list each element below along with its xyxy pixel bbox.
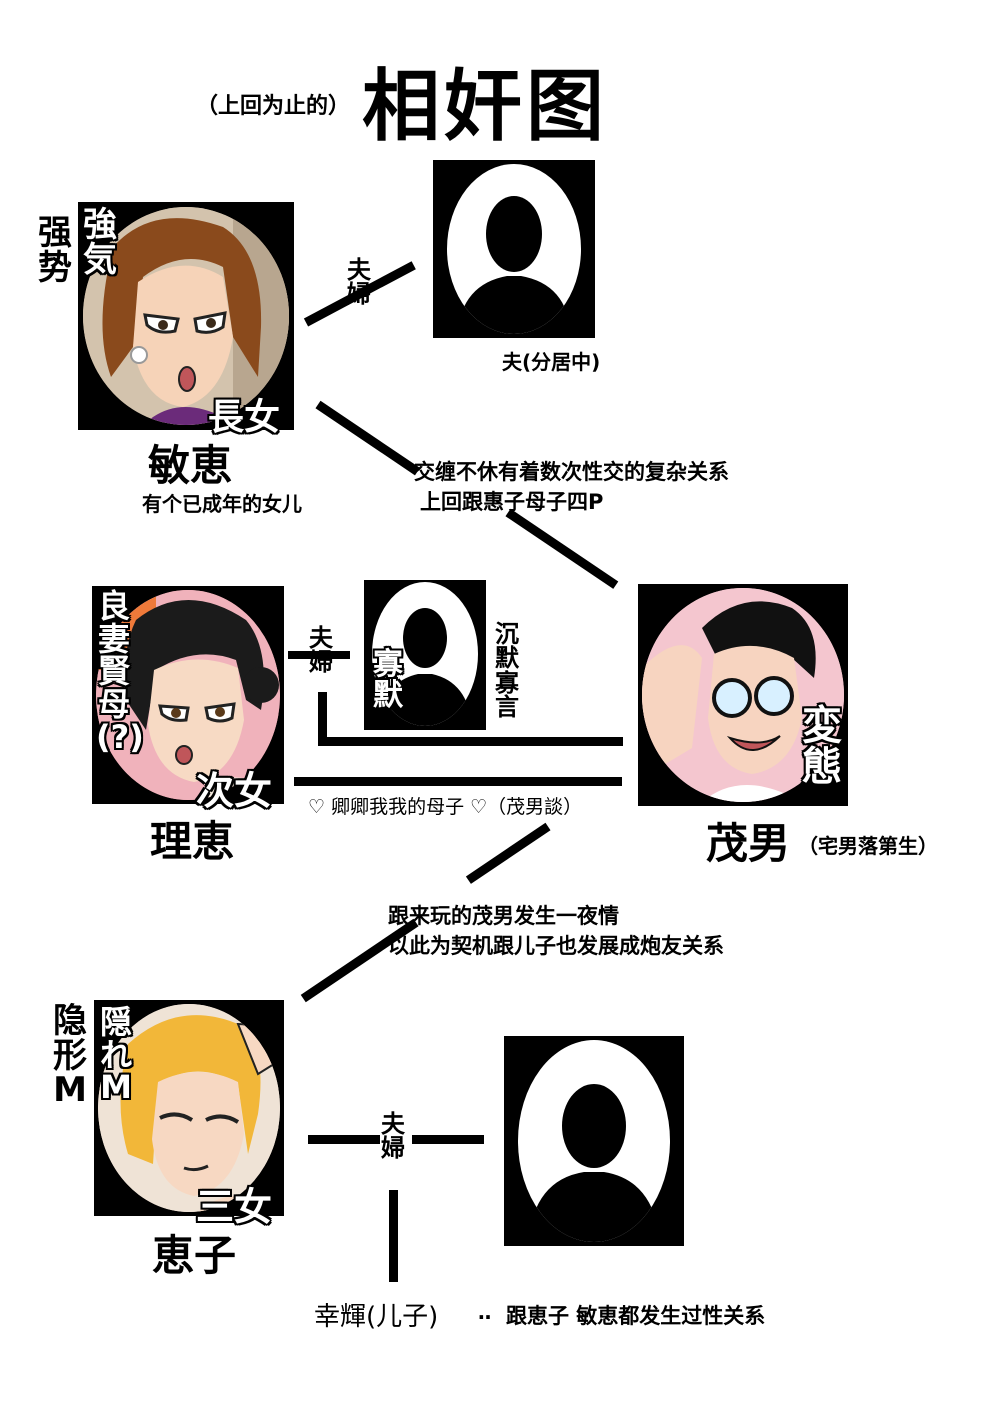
keiko-trait-cn: 隐形M [53, 1001, 87, 1111]
rie-marriage-label: 夫婦 [309, 624, 333, 677]
keiko-marriage-label: 夫婦 [381, 1110, 405, 1163]
connector-keiko-husband [308, 1135, 380, 1144]
keiko-face-drawing [98, 1004, 280, 1212]
connector-rie-shigeo-upper [318, 737, 623, 746]
toshie-marriage-label: 夫婦 [347, 256, 371, 309]
rie-face-drawing [96, 590, 280, 800]
rie-name: 理恵 [150, 817, 235, 866]
shigeo-name: 茂男 [706, 819, 791, 868]
diagram-title: 相奸图 [362, 62, 609, 152]
rie-rank: 次女 [196, 769, 273, 813]
relation2-line2: 以此为契机跟儿子也发展成炮友关系 [388, 934, 724, 958]
connector-rie-shigeo-vertical [318, 692, 327, 744]
husband1-portrait [433, 160, 595, 338]
rie-portrait [92, 586, 284, 804]
shigeo-trait: 変態 [802, 703, 842, 790]
connector-rie-shigeo-lower [294, 777, 622, 786]
keiko-name: 恵子 [152, 1231, 237, 1280]
shigeo-face-drawing [642, 588, 844, 802]
shigeo-portrait [638, 584, 848, 806]
relation1-line2: 上回跟惠子母子四P [420, 490, 604, 514]
connector-keiko-husband-2 [412, 1135, 484, 1144]
husband3-silhouette [528, 1084, 660, 1242]
connector-toshie-shigeo-2 [505, 508, 619, 589]
rie-shigeo-relation: ♡ 卿卿我我的母子 ♡（茂男談） [308, 796, 583, 818]
keiko-rank: 三女 [196, 1185, 273, 1229]
connector-parents-son [389, 1190, 398, 1282]
diagram-subtitle: （上回为止的） [196, 94, 351, 119]
toshie-trait-cn: 强势 [38, 213, 72, 288]
toshie-portrait [78, 202, 294, 430]
husband3-portrait [504, 1036, 684, 1246]
husband1-silhouette [457, 196, 571, 334]
son-dots: ‥ [478, 1300, 492, 1324]
husband2-silhouette [378, 608, 472, 726]
connector-shigeo-keiko [465, 822, 551, 884]
husband2-portrait [364, 580, 486, 730]
husband2-side-label: 沉默寡言 [495, 620, 519, 722]
connector-rie-husband [288, 651, 350, 659]
son-name: 幸輝(儿子) [314, 1302, 439, 1332]
connector-toshie-shigeo [315, 400, 421, 476]
relation2-line1: 跟来玩的茂男发生一夜情 [388, 904, 619, 928]
toshie-name: 敏恵 [148, 441, 233, 490]
shigeo-note: （宅男落第生） [798, 834, 938, 858]
son-note: 跟恵子 敏恵都发生过性关系 [506, 1304, 766, 1328]
toshie-rank: 長女 [208, 397, 281, 438]
husband2-inner-label: 寡默 [373, 647, 403, 713]
rie-trait: 良妻賢母(?) [96, 587, 144, 756]
relation1-line1: 交缠不休有着数次性交的复杂关系 [414, 460, 729, 484]
toshie-note: 有个已成年的女儿 [142, 492, 302, 516]
toshie-trait-jp: 強気 [83, 205, 117, 280]
keiko-trait-jp: 隠れM [99, 1003, 132, 1107]
keiko-portrait [94, 1000, 284, 1216]
husband1-caption: 夫(分居中) [502, 350, 601, 374]
